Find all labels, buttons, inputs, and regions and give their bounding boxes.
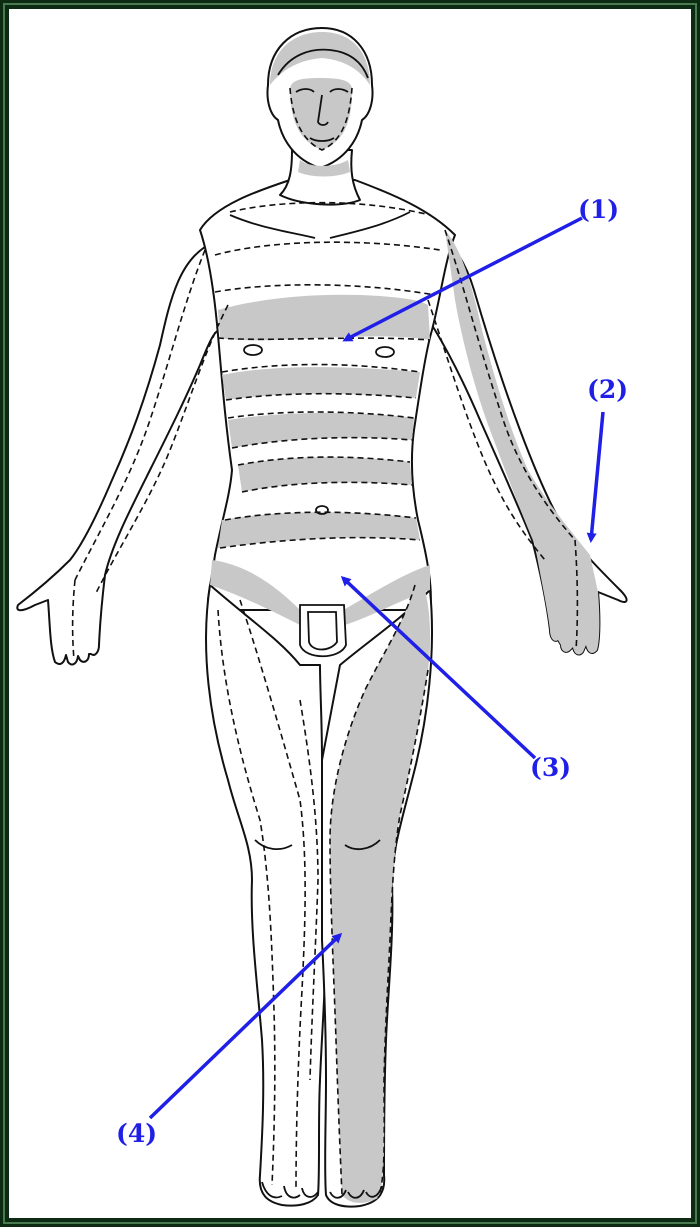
abdomen-line-1 xyxy=(221,363,421,373)
abdomen-line-2 xyxy=(225,392,417,401)
leg-right-strip xyxy=(330,585,431,1203)
face-line xyxy=(289,87,353,151)
nose xyxy=(317,94,329,126)
dermatome-lines xyxy=(71,87,579,1199)
abdomen-band-4 xyxy=(218,512,420,548)
arm-left-line-3 xyxy=(71,579,76,661)
eyebrow-right xyxy=(329,88,349,93)
leg-left xyxy=(205,584,327,1207)
mouth xyxy=(309,137,335,142)
toes-right xyxy=(329,1185,383,1199)
arm-right-strip xyxy=(445,230,600,655)
chest-line-3 xyxy=(214,284,436,296)
clavicle-right xyxy=(329,211,411,239)
abdomen-line-6 xyxy=(241,481,413,493)
arm-right-line-1 xyxy=(444,229,576,541)
arm-right-line-3 xyxy=(574,539,579,651)
nipple-left xyxy=(243,344,263,356)
chest-line-1 xyxy=(229,201,431,216)
arrow-3 xyxy=(340,575,537,760)
arm-left xyxy=(16,241,221,666)
leg-right-line-2 xyxy=(377,669,429,1199)
arm-right-line-2 xyxy=(427,299,546,561)
hair-line xyxy=(277,48,369,79)
label-4: (4) xyxy=(116,1119,157,1148)
scalp-band xyxy=(270,32,370,85)
abdomen-line-8 xyxy=(219,536,421,549)
abdomen-band-1 xyxy=(222,367,420,400)
arrow-2 xyxy=(586,411,605,543)
label-3: (3) xyxy=(530,753,571,782)
chest-line-2 xyxy=(214,241,441,256)
knee-left xyxy=(254,839,293,851)
leg-left-line-3 xyxy=(299,699,319,1081)
label-2: (2) xyxy=(587,375,628,404)
shaded-dermatomes xyxy=(210,32,600,1203)
toes-left xyxy=(261,1181,319,1199)
label-1: (1) xyxy=(578,195,619,224)
arrow-4 xyxy=(148,932,343,1120)
genitals-inner xyxy=(307,611,338,651)
abdomen-band-3 xyxy=(238,457,412,492)
chest-band-1 xyxy=(218,294,430,341)
abdomen-line-5 xyxy=(237,456,411,466)
chest-line-4 xyxy=(217,337,431,341)
neck-band xyxy=(298,160,350,177)
leg-left-line-2 xyxy=(239,599,306,1191)
eyebrow-left xyxy=(295,88,315,93)
abdomen-line-3 xyxy=(227,411,415,419)
genitals xyxy=(299,604,347,658)
leg-left-line-1 xyxy=(217,609,276,1186)
leg-right-line-1 xyxy=(329,584,416,1196)
navel xyxy=(315,505,329,515)
callout-arrows xyxy=(148,216,605,1120)
abdomen-band-2 xyxy=(228,412,414,448)
arrow-1 xyxy=(342,216,583,342)
nipple-right xyxy=(375,346,395,358)
clavicle-left xyxy=(229,214,316,239)
frame-inner-line xyxy=(3,3,697,1224)
arm-left-line-1 xyxy=(74,249,206,581)
knee-right xyxy=(344,839,381,851)
body-details xyxy=(229,48,411,1199)
face-shade xyxy=(290,78,352,150)
